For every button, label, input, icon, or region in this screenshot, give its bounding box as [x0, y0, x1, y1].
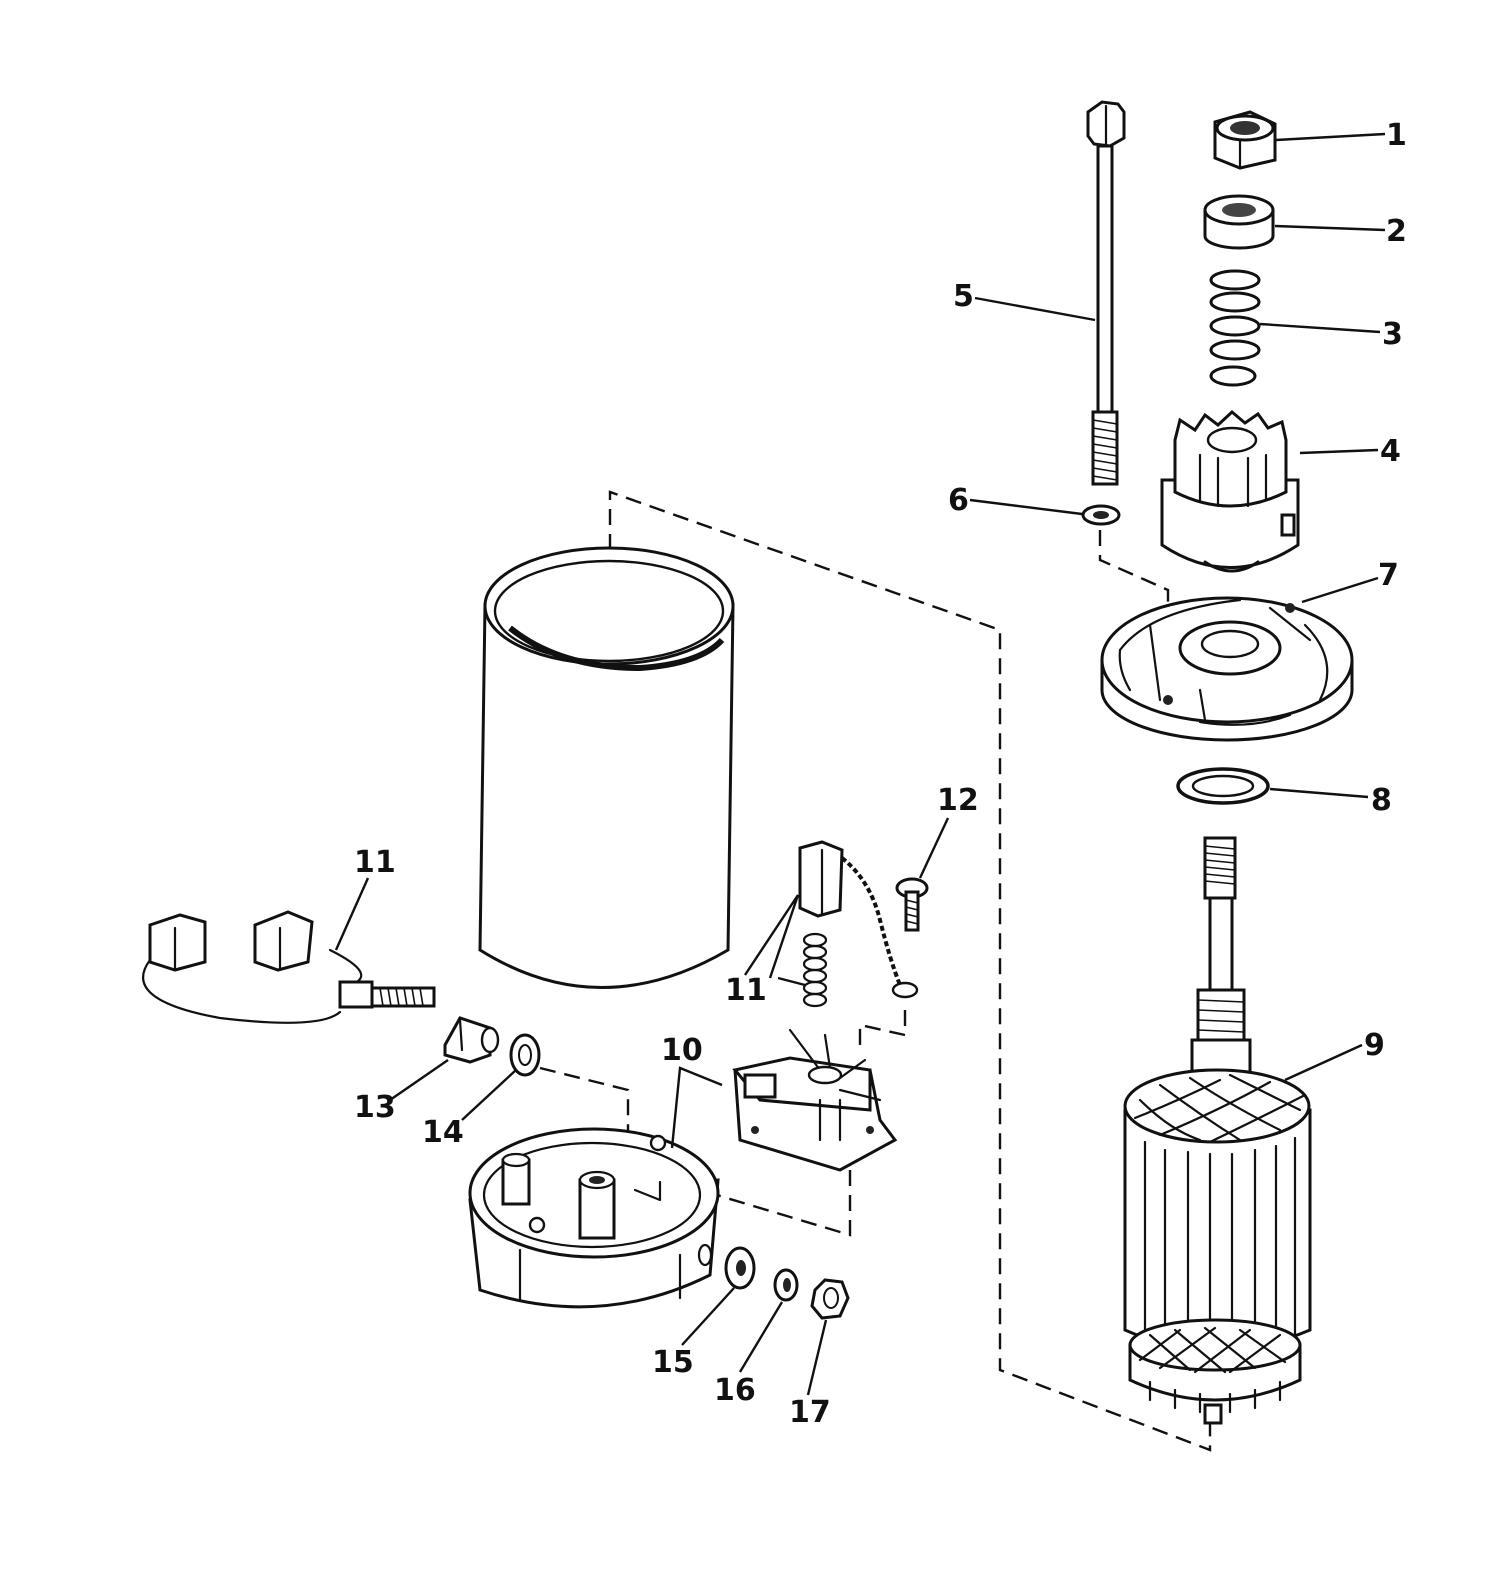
callout-11-center: 11: [725, 973, 767, 1008]
callout-10: 10: [661, 1033, 703, 1068]
callout-8: 8: [1371, 783, 1392, 818]
part-4-drive-pinion: [1160, 409, 1300, 573]
callout-12: 12: [937, 783, 979, 818]
callout-2: 2: [1386, 214, 1407, 249]
part-7-drive-end-cap: [1100, 596, 1354, 742]
part-8-thrust-washer: [1176, 767, 1270, 805]
callout-9: 9: [1364, 1028, 1385, 1063]
frame-housing: [478, 546, 735, 989]
part-3-spring: [1209, 269, 1261, 387]
part-17-hex-nut: [810, 1278, 850, 1320]
callout-17: 17: [789, 1395, 831, 1430]
part-1-hex-nut: [1213, 110, 1277, 170]
callout-4: 4: [1380, 434, 1401, 469]
part-14-washer: [509, 1033, 541, 1077]
part-9-armature: [1123, 836, 1312, 1425]
callout-7: 7: [1378, 558, 1399, 593]
callout-5: 5: [953, 279, 974, 314]
callout-15: 15: [652, 1345, 694, 1380]
part-12-screw: [895, 877, 929, 932]
part-11-brush-set: [142, 910, 436, 1024]
part-11-brush-spring-lead: [798, 840, 919, 1008]
part-16-lock-washer: [773, 1268, 799, 1302]
callout-labels: 1 2 3 4 5 6 7 8 9 10 11 11 12 13 14 15 1…: [354, 118, 1407, 1430]
part-5-through-bolt: [1086, 100, 1126, 486]
commutator-end-cap: [468, 1127, 720, 1309]
part-2-spacer: [1203, 194, 1275, 250]
callout-14: 14: [422, 1115, 464, 1150]
part-6-lock-washer: [1081, 504, 1121, 526]
callout-16: 16: [714, 1373, 756, 1408]
part-15-flat-washer: [724, 1246, 756, 1290]
part-13-insulator: [443, 1016, 500, 1064]
callout-13: 13: [354, 1090, 396, 1125]
part-10-brush-holder-plate: [732, 1028, 898, 1172]
callout-3: 3: [1382, 317, 1403, 352]
leader-lines: [334, 132, 1386, 1396]
callout-11-left: 11: [354, 845, 396, 880]
callout-1: 1: [1386, 118, 1407, 153]
callout-6: 6: [948, 483, 969, 518]
